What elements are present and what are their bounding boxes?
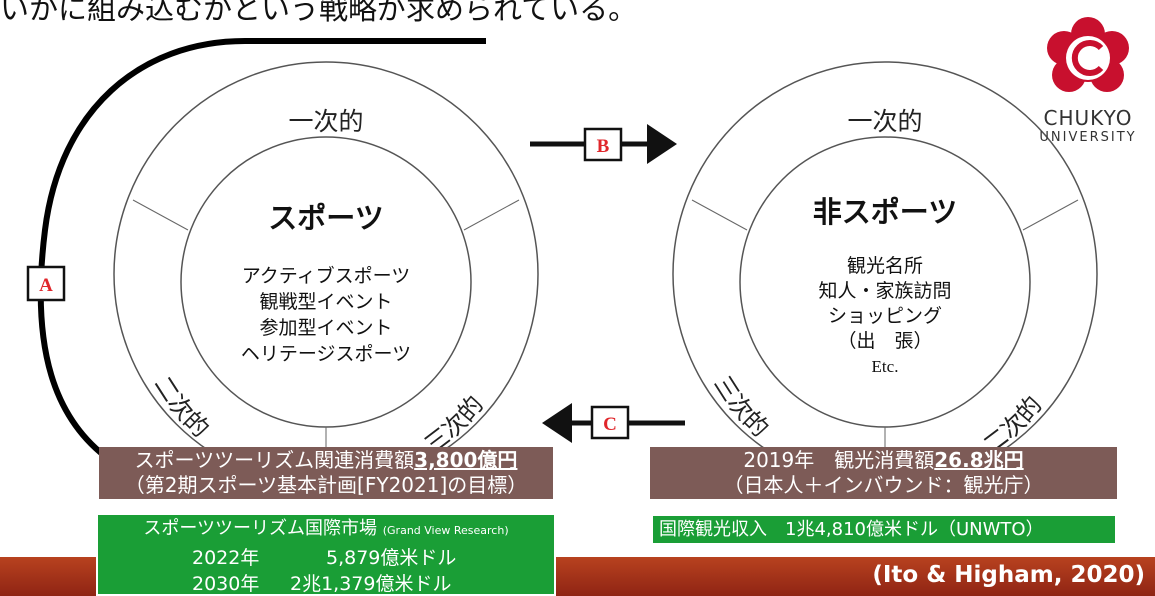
arrow-b: B (530, 124, 677, 164)
citation: (Ito & Higham, 2020) (872, 562, 1145, 588)
left-item-2: 観戦型イベント (259, 291, 392, 313)
right-market-text: 国際観光収入 1兆4,810億米ドル（UNWTO） (659, 519, 1044, 540)
left-item-4: ヘリテージスポーツ (241, 343, 411, 365)
right-market-box: 国際観光収入 1兆4,810億米ドル（UNWTO） (651, 514, 1117, 545)
logo-university: UNIVERSITY (1039, 130, 1137, 145)
left-title: スポーツ (268, 201, 383, 235)
left-market-box: スポーツツーリズム国際市場 (Grand View Research) 2022… (96, 513, 556, 596)
left-spending-line1: スポーツツーリズム関連消費額3,800億円 (134, 448, 518, 472)
right-primary-label: 一次的 (847, 107, 922, 136)
logo-name: CHUKYO (1043, 106, 1133, 130)
left-market-value-2: 2兆1,379億米ドル (290, 573, 452, 595)
right-spending-box: 2019年 観光消費額26.8兆円 （日本人＋インバウンド：観光庁） (650, 447, 1117, 499)
left-market-year-2: 2030年 (192, 573, 260, 595)
arrow-a-curve (37, 38, 486, 463)
left-spending-box: スポーツツーリズム関連消費額3,800億円 （第2期スポーツ基本計画[FY202… (99, 447, 553, 499)
left-market-source: (Grand View Research) (382, 524, 509, 537)
left-market-title-row: スポーツツーリズム国際市場 (Grand View Research) (98, 517, 554, 543)
right-spending-value: 26.8兆円 (934, 448, 1024, 472)
left-market-row-1: 2022年 5,879億米ドル (98, 543, 554, 569)
left-market-value-1: 5,879億米ドル (326, 547, 457, 569)
left-item-1: アクティブスポーツ (242, 264, 411, 287)
arrow-b-label: B (597, 136, 610, 157)
header-text: いかに組み込むかという戦略が求められている。 (0, 0, 638, 26)
chukyo-emblem-icon (1047, 17, 1129, 92)
left-market-row-2: 2030年 2兆1,379億米ドル (98, 569, 554, 595)
left-market-title: スポーツツーリズム国際市場 (143, 518, 377, 539)
right-etc: Etc. (872, 357, 899, 376)
right-item-4: （出 張） (837, 330, 932, 352)
right-item-3: ショッピング (828, 305, 942, 327)
right-circle: 一次的 非スポーツ 観光名所 知人・家族訪問 ショッピング （出 張） Etc.… (672, 61, 1098, 487)
right-item-2: 知人・家族訪問 (818, 280, 951, 302)
arrow-c: C (542, 403, 685, 443)
chukyo-logo: CHUKYO UNIVERSITY (1033, 14, 1143, 154)
right-spending-line2: （日本人＋インバウンド：観光庁） (723, 473, 1044, 497)
right-item-1: 観光名所 (847, 255, 923, 277)
arrow-a-label: A (39, 275, 53, 296)
arrow-a-box: A (26, 265, 66, 302)
right-spending-line1: 2019年 観光消費額26.8兆円 (743, 448, 1024, 472)
left-primary-label: 一次的 (288, 107, 363, 136)
right-title: 非スポーツ (813, 195, 957, 229)
left-market-year-1: 2022年 (192, 547, 260, 569)
left-spending-value: 3,800億円 (414, 448, 518, 472)
left-item-3: 参加型イベント (259, 317, 392, 339)
left-spending-line2: （第2期スポーツ基本計画[FY2021]の目標） (124, 473, 528, 497)
left-circle: 一次的 スポーツ アクティブスポーツ 観戦型イベント 参加型イベント ヘリテージ… (113, 61, 539, 487)
arrow-c-label: C (603, 414, 617, 435)
